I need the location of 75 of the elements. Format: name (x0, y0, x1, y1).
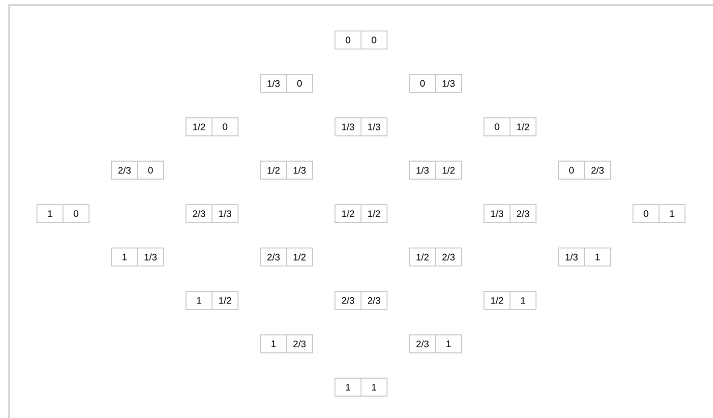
value-text: 1 (446, 340, 451, 348)
value-text: 2/3 (118, 166, 131, 174)
value-text: 1 (272, 340, 276, 348)
pair-box (334, 30, 388, 50)
value-text: 1 (670, 210, 674, 217)
value-text: 0 (644, 210, 648, 217)
value-text: 1/2 (219, 296, 232, 304)
value-text: 2/3 (368, 296, 380, 304)
value-text: 1/3 (566, 254, 578, 260)
value-text: 1 (521, 297, 526, 304)
value-text: 2/3 (442, 254, 455, 260)
value-text: 2/3 (192, 210, 206, 218)
value-text: 0 (74, 210, 78, 217)
value-text: 2/3 (342, 296, 354, 304)
pair-box (409, 334, 462, 354)
pair-box (260, 74, 313, 93)
pair-box (186, 117, 238, 136)
value-text: 1/2 (294, 254, 306, 260)
value-text: 0 (346, 36, 350, 44)
value-text: 2/3 (591, 166, 604, 174)
value-text: 1 (346, 384, 350, 390)
value-text: 1/3 (219, 210, 232, 218)
pair-box (260, 248, 313, 266)
value-text: 1 (372, 384, 376, 390)
value-text: 1/3 (268, 80, 280, 87)
value-text: 1/2 (416, 254, 429, 260)
pair-box (334, 291, 388, 310)
value-text: 1 (197, 297, 202, 304)
value-text: 0 (148, 166, 153, 174)
value-text: 0 (569, 166, 574, 174)
value-text: 2/3 (267, 254, 280, 260)
value-text: 1/3 (342, 123, 354, 130)
value-text: 1/3 (491, 210, 504, 218)
pair-box (260, 334, 313, 354)
value-text: 0 (372, 36, 376, 44)
value-text: 2/3 (516, 210, 530, 218)
pair-box (484, 117, 536, 136)
value-text: 2/3 (293, 340, 306, 348)
pair-box (111, 160, 164, 180)
pair-box (111, 248, 164, 266)
value-text: 1/3 (416, 166, 429, 174)
pair-box (36, 204, 90, 223)
pair-box (334, 117, 388, 136)
value-text: 1/2 (517, 123, 530, 130)
value-text: 1 (596, 254, 600, 260)
value-text: 1/2 (368, 210, 380, 218)
pair-box (632, 204, 686, 223)
value-text: 1/3 (368, 123, 380, 130)
value-text: 1/2 (491, 296, 504, 304)
value-text: 1/3 (294, 166, 306, 174)
pair-box (484, 204, 536, 223)
pair-box (409, 74, 462, 93)
value-text: 0 (222, 123, 228, 130)
pair-box (334, 378, 388, 397)
value-text: 1/2 (442, 166, 455, 174)
pair-box (484, 291, 536, 310)
pair-box (558, 248, 611, 266)
value-text: 0 (420, 80, 425, 87)
pair-box (260, 160, 313, 180)
pair-box (186, 204, 238, 223)
pair-box (558, 160, 611, 180)
value-text: 1 (122, 254, 127, 260)
value-text: 1/2 (193, 123, 206, 130)
value-text: 1 (48, 210, 52, 217)
value-text: 1/2 (342, 210, 354, 218)
pair-box (409, 248, 462, 266)
value-text: 0 (297, 80, 302, 87)
pair-box (334, 204, 388, 223)
pair-box (409, 160, 462, 180)
value-text: 1/3 (442, 80, 455, 87)
value-text: 1/2 (268, 166, 280, 174)
pair-box (186, 291, 238, 310)
value-text: 0 (494, 123, 500, 130)
value-text: 2/3 (416, 340, 429, 348)
value-text: 1/3 (144, 254, 157, 260)
